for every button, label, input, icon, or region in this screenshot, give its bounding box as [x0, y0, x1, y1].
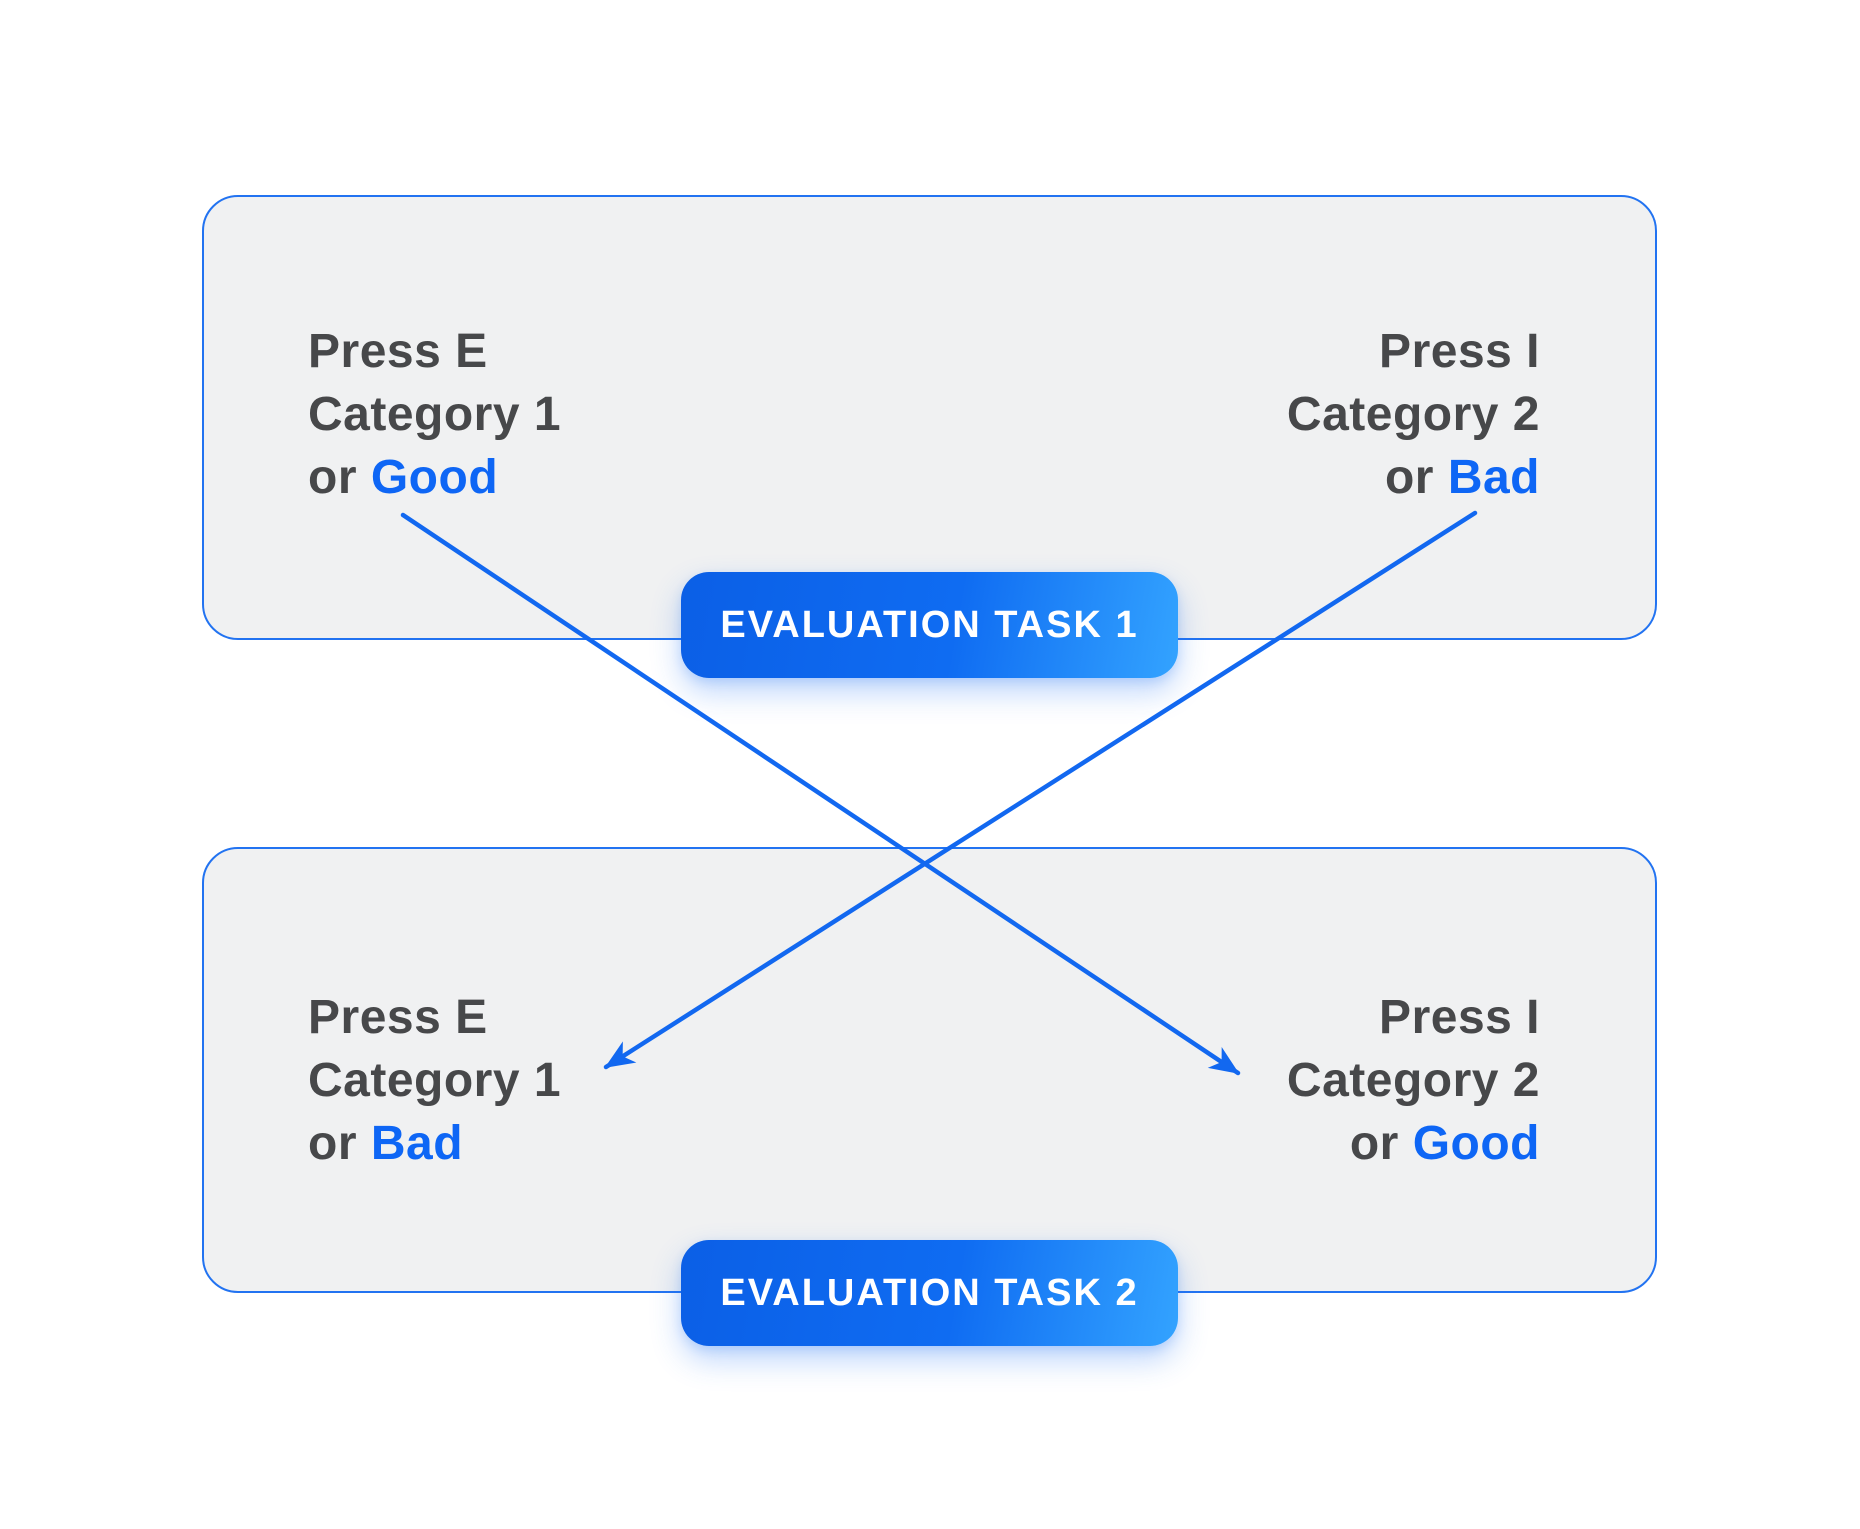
evaluation-task-2-badge: EVALUATION TASK 2 — [681, 1240, 1178, 1346]
task2-left-valence-word: Bad — [370, 1117, 464, 1170]
task2-left-key-text: Press E Category 1 or Bad — [308, 986, 561, 1175]
task2-left-valence-line: or Bad — [308, 1112, 561, 1175]
task2-right-key-text: Press I Category 2 or Good — [1287, 986, 1540, 1175]
task1-left-valence-word: Good — [370, 451, 499, 504]
task2-right-key-line: Press I — [1379, 991, 1540, 1044]
evaluation-task-1-badge: EVALUATION TASK 1 — [681, 572, 1178, 678]
task1-right-valence-word: Bad — [1447, 451, 1540, 504]
task1-left-key-line: Press E — [308, 325, 488, 378]
or-prefix: or — [1384, 451, 1448, 504]
task1-right-key-text: Press I Category 2 or Bad — [1287, 320, 1540, 509]
task2-left-key-line: Press E — [308, 991, 488, 1044]
task1-right-valence-line: or Bad — [1287, 446, 1540, 509]
or-prefix: or — [308, 451, 371, 504]
task1-left-key-text: Press E Category 1 or Good — [308, 320, 561, 509]
task1-left-valence-line: or Good — [308, 446, 561, 509]
or-prefix: or — [1349, 1117, 1413, 1170]
task2-right-valence-word: Good — [1412, 1117, 1540, 1170]
or-prefix: or — [308, 1117, 371, 1170]
task2-right-category-line: Category 2 — [1286, 1054, 1540, 1107]
task1-left-category-line: Category 1 — [308, 388, 562, 441]
task1-right-category-line: Category 2 — [1286, 388, 1540, 441]
task1-right-key-line: Press I — [1379, 325, 1540, 378]
task2-right-valence-line: or Good — [1287, 1112, 1540, 1175]
task2-left-category-line: Category 1 — [308, 1054, 562, 1107]
